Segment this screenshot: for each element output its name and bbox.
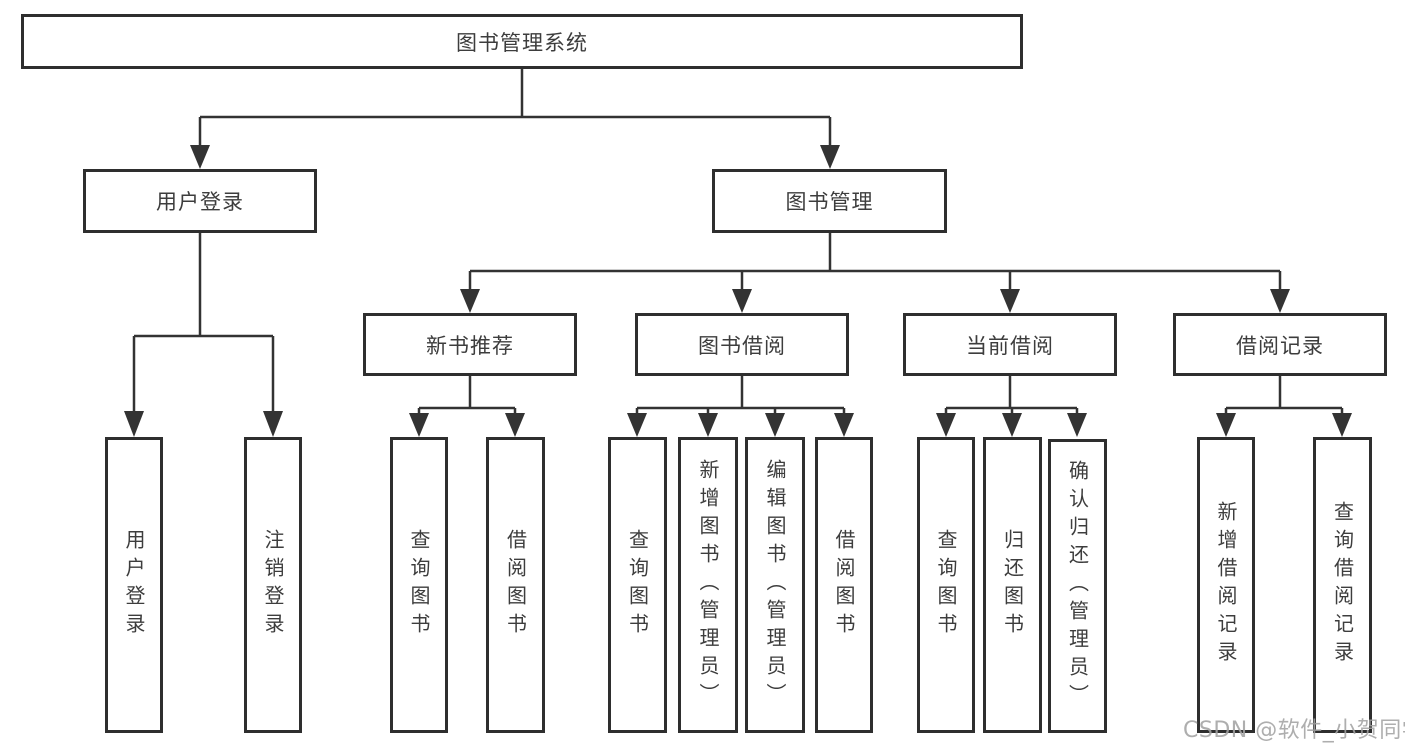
node-label: 图书管理系统 [456, 30, 588, 55]
leaf-add-book-admin: 新增图书（管理员） [678, 437, 738, 733]
connector-userlogin-to-leaves [132, 233, 275, 416]
leaf-query-borrow-record: 查询借阅记录 [1313, 437, 1372, 733]
arrowhead [1216, 413, 1236, 437]
arrowhead [698, 413, 718, 437]
connector-records-to-leaves [1224, 376, 1344, 418]
leaf-label: 查询借阅记录 [1330, 501, 1355, 669]
arrowhead [409, 413, 429, 437]
arrowhead [1270, 289, 1290, 313]
arrowhead [732, 289, 752, 313]
leaf-label: 新增图书（管理员） [696, 459, 720, 711]
leaf-borrow-books-borrowing: 借阅图书 [815, 437, 873, 733]
node-label: 新书推荐 [426, 333, 514, 358]
arrowhead [765, 413, 785, 437]
connector-root-to-level2 [198, 69, 832, 150]
leaf-borrow-books-recommend: 借阅图书 [486, 437, 545, 733]
connector-current-to-leaves [944, 376, 1079, 418]
leaf-confirm-return-admin: 确认归还（管理员） [1048, 439, 1107, 733]
node-new-book-recommend: 新书推荐 [363, 313, 577, 376]
arrowhead [1332, 413, 1352, 437]
leaf-label: 确认归还（管理员） [1065, 460, 1090, 712]
node-borrowing-records: 借阅记录 [1173, 313, 1387, 376]
arrowhead [1067, 413, 1087, 437]
connector-newbooks-to-leaves [417, 376, 517, 418]
leaf-label: 注销登录 [261, 529, 285, 641]
node-current-borrowing: 当前借阅 [903, 313, 1117, 376]
leaf-edit-book-admin: 编辑图书（管理员） [745, 437, 805, 733]
node-user-login: 用户登录 [83, 169, 317, 233]
arrowhead [460, 289, 480, 313]
leaf-user-login: 用户登录 [105, 437, 163, 733]
leaf-query-books-current: 查询图书 [917, 437, 975, 733]
leaf-label: 查询图书 [407, 529, 431, 641]
node-label: 当前借阅 [966, 333, 1054, 358]
arrowhead [124, 411, 144, 437]
node-book-management: 图书管理 [712, 169, 947, 233]
node-label: 图书借阅 [698, 333, 786, 358]
leaf-logout: 注销登录 [244, 437, 302, 733]
node-book-borrowing: 图书借阅 [635, 313, 849, 376]
watermark: CSDN @软件_小贺同学 [1183, 718, 1405, 743]
leaf-label: 编辑图书（管理员） [763, 459, 787, 711]
leaf-return-books: 归还图书 [983, 437, 1042, 733]
leaf-add-borrow-record: 新增借阅记录 [1197, 437, 1255, 733]
node-library-management-system: 图书管理系统 [21, 14, 1023, 69]
connector-bookmgmt-to-level3 [468, 233, 1282, 294]
arrowhead [263, 411, 283, 437]
arrowhead [190, 145, 210, 169]
leaf-label: 用户登录 [122, 529, 146, 641]
leaf-query-books-borrowing: 查询图书 [608, 437, 667, 733]
arrowhead [1000, 289, 1020, 313]
connector-borrowing-to-leaves [635, 376, 846, 418]
arrowhead [1002, 413, 1022, 437]
arrowhead [834, 413, 854, 437]
leaf-label: 新增借阅记录 [1214, 501, 1238, 669]
leaf-label: 查询图书 [934, 529, 958, 641]
arrowhead [820, 145, 840, 169]
arrowheads [124, 145, 1352, 437]
leaf-label: 借阅图书 [503, 529, 528, 641]
arrowhead [627, 413, 647, 437]
leaf-label: 归还图书 [1000, 529, 1025, 641]
node-label: 用户登录 [156, 190, 244, 214]
leaf-query-books-recommend: 查询图书 [390, 437, 448, 733]
arrowhead [936, 413, 956, 437]
node-label: 借阅记录 [1236, 333, 1324, 358]
leaf-label: 查询图书 [625, 529, 650, 641]
arrowhead [505, 413, 525, 437]
node-label: 图书管理 [785, 190, 874, 214]
leaf-label: 借阅图书 [832, 529, 856, 641]
